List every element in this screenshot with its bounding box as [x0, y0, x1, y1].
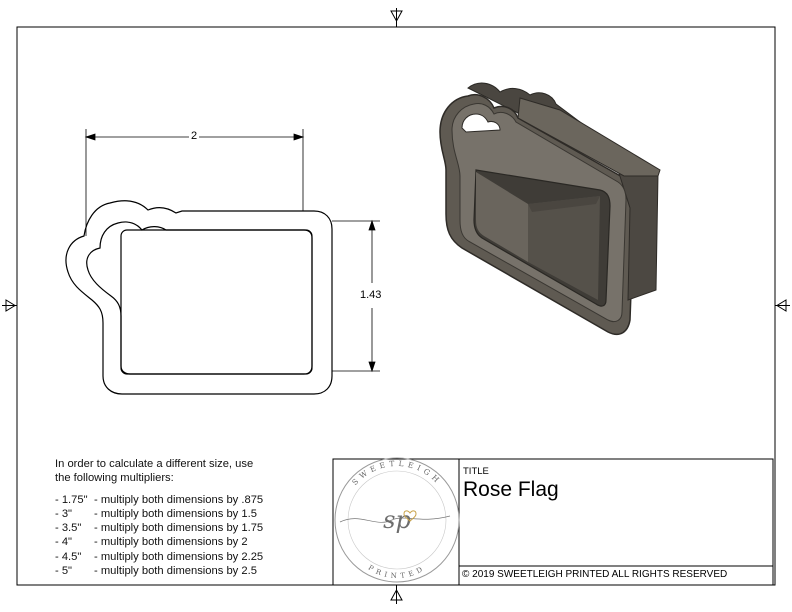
inner-rectangle [120, 229, 313, 375]
multiplier-text: - multiply both dimensions by 1.5 [94, 507, 257, 520]
width-dimension [84, 129, 305, 236]
multiplier-size: - 3.5" [55, 522, 82, 535]
title-label: TITLE [463, 466, 489, 477]
size-multiplier-notes: In order to calculate a different size, … [55, 457, 325, 578]
multiplier-text: - multiply both dimensions by 2 [94, 536, 248, 549]
multiplier-size: - 1.75" [55, 493, 88, 506]
width-dimension-label: 2 [189, 130, 200, 142]
multiplier-row: - 3.5" - multiply both dimensions by 1.75 [55, 521, 325, 535]
notes-intro-line-1: In order to calculate a different size, … [55, 458, 254, 470]
multiplier-row: - 1.75" - multiply both dimensions by .87… [55, 493, 325, 507]
height-dimension [332, 219, 380, 373]
drawing-title: Rose Flag [463, 478, 559, 501]
multiplier-text: - multiply both dimensions by .875 [94, 493, 264, 506]
logo-bottom-text: PRINTED [367, 564, 424, 581]
logo-top-text: SWEETLEIGH [350, 459, 439, 487]
svg-text:PRINTED: PRINTED [367, 564, 428, 581]
multiplier-row: - 4" - multiply both dimensions by 2 [55, 535, 325, 549]
multiplier-row: - 5" - multiply both dimensions by 2.5 [55, 564, 325, 578]
center-markers [2, 8, 790, 604]
height-dimension-label: 1.43 [359, 289, 383, 301]
svg-text:SWEETLEIGH: SWEETLEIGH [350, 459, 443, 487]
multiplier-size: - 3" [55, 507, 73, 520]
logo-monogram: sp [383, 506, 411, 534]
multiplier-size: - 5" [55, 565, 73, 578]
multiplier-row: - 4.5" - multiply both dimensions by 2.25 [55, 550, 325, 564]
cutter-3d-model [439, 82, 661, 336]
multiplier-size: - 4" [55, 536, 73, 549]
multiplier-text: - multiply both dimensions by 1.75 [94, 522, 264, 535]
multiplier-text: - multiply both dimensions by 2.25 [94, 550, 264, 563]
multiplier-row: - 3" - multiply both dimensions by 1.5 [55, 507, 325, 521]
sweetleigh-logo: SWEETLEIGH PRINTED sp [334, 457, 460, 583]
notes-intro-line-2: the following multipliers: [55, 472, 174, 485]
copyright-notice: © 2019 SWEETLEIGH PRINTED ALL RIGHTS RES… [462, 569, 728, 580]
multiplier-text: - multiply both dimensions by 2.5 [94, 565, 257, 578]
multiplier-size: - 4.5" [55, 550, 82, 563]
